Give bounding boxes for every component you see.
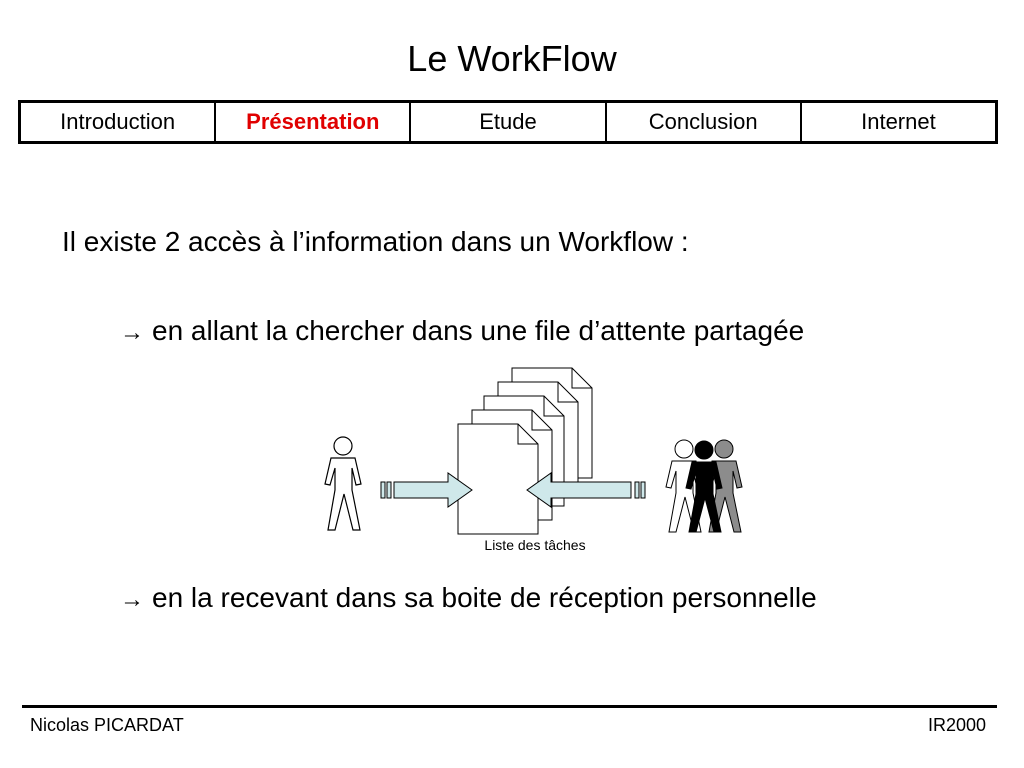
task-list-caption: Liste des tâches	[484, 537, 586, 553]
footer-author: Nicolas PICARDAT	[30, 715, 184, 735]
workflow-diagram: Liste des tâches	[300, 360, 770, 560]
bullet-point-2-text: en la recevant dans sa boite de réceptio…	[152, 582, 817, 613]
intro-text: Il existe 2 accès à l’information dans u…	[62, 226, 689, 257]
right-arrow-icon: →	[120, 586, 144, 613]
user-group-icon	[665, 439, 743, 533]
single-user-icon	[324, 436, 362, 531]
left-arrow-icon-diagram	[526, 472, 646, 508]
nav-item-etude[interactable]: Etude	[411, 103, 607, 141]
right-arrow-icon-diagram	[380, 472, 473, 508]
nav-item-internet[interactable]: Internet	[861, 109, 936, 134]
footer-code: IR2000	[927, 715, 986, 735]
nav-item-presentation[interactable]: Présentation	[216, 103, 412, 141]
nav-item-introduction[interactable]: Introduction	[21, 103, 217, 141]
bullet-point-1: → en allant la chercher dans une file d’a…	[120, 314, 804, 350]
footer-divider	[22, 705, 997, 708]
bullet-point-1-text: en allant la chercher dans une file d’at…	[152, 315, 805, 346]
nav-item-conclusion[interactable]: Conclusion	[607, 103, 802, 141]
nav-bar: Introduction Présentation Etude Conclusi…	[18, 100, 998, 144]
bullet-point-2: → en la recevant dans sa boite de récepti…	[120, 581, 817, 617]
document-stack-icon	[457, 367, 593, 535]
right-arrow-icon: →	[120, 319, 144, 346]
slide-title: Le WorkFlow	[407, 38, 617, 79]
